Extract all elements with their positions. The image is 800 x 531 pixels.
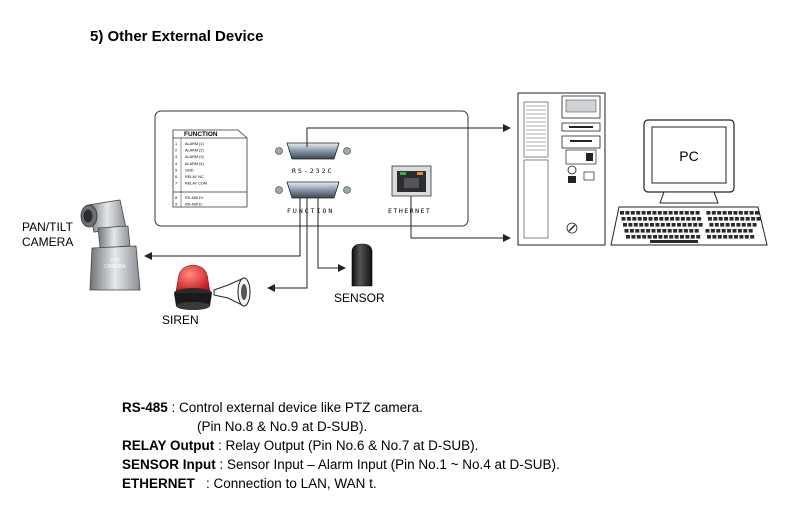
function-pin-label: RS-485 D+ xyxy=(185,196,205,200)
section-title: 5) Other External Device xyxy=(90,28,264,45)
siren-horn xyxy=(213,277,251,307)
rs485-text: : Control external device like PTZ camer… xyxy=(167,400,423,415)
camera-label-line1: PAN/TILT xyxy=(22,220,74,234)
function-pin-number: 5 xyxy=(175,168,177,172)
pc-keyboard xyxy=(610,206,768,246)
sensor-wire xyxy=(317,198,346,272)
ptz-camera: PTZ CAMERA xyxy=(80,199,141,291)
camera-badge-line2: CAMERA xyxy=(104,264,126,270)
function-pin-label: ALARM (1) xyxy=(185,142,205,146)
sensor xyxy=(351,243,373,287)
function-pin-number: 6 xyxy=(175,175,177,179)
sensor-description: SENSOR Input : Sensor Input – Alarm Inpu… xyxy=(122,455,560,474)
rs232c-connector xyxy=(275,142,351,160)
function-pin-label: RELAY COM xyxy=(185,182,207,186)
function-pin-label: ALARM (3) xyxy=(185,155,205,159)
rs485-term: RS-485 xyxy=(122,400,168,415)
function-pin-label: ALARM (4) xyxy=(185,162,205,166)
ethernet-term: ETHERNET xyxy=(122,476,195,491)
camera-badge-line1: PTZ xyxy=(110,258,119,264)
ethernet-port xyxy=(391,165,432,197)
ethernet-description: ETHERNET : Connection to LAN, WAN t. xyxy=(122,474,560,493)
function-pin-number: 7 xyxy=(175,182,177,186)
function-pin-label: GND xyxy=(185,168,194,172)
function-connector xyxy=(275,181,351,199)
ethernet-label: ETHERNET xyxy=(388,207,431,215)
function-pin-label: RS-485 D- xyxy=(185,202,204,206)
function-table-header: FUNCTION xyxy=(184,131,218,138)
rs485-description: RS-485 : Control external device like PT… xyxy=(122,398,560,417)
connection-descriptions: RS-485 : Control external device like PT… xyxy=(122,398,560,493)
sensor-term: SENSOR Input xyxy=(122,457,216,472)
function-pin-number: 2 xyxy=(175,149,177,153)
relay-to-siren-wire xyxy=(267,198,308,292)
function-pin-number: 1 xyxy=(175,142,177,146)
function-connector-label: FUNCTION xyxy=(287,207,334,215)
pc-tower xyxy=(517,92,606,246)
function-pin-label: RELAY NC xyxy=(185,175,204,179)
sensor-text: : Sensor Input – Alarm Input (Pin No.1 ~… xyxy=(215,457,560,472)
function-pin-number: 4 xyxy=(175,162,177,166)
relay-text: : Relay Output (Pin No.6 & No.7 at D-SUB… xyxy=(214,438,479,453)
function-pin-number: 9 xyxy=(175,202,177,206)
rs232c-label: RS-232C xyxy=(292,167,333,175)
siren xyxy=(174,264,212,310)
rs485-description-pins: (Pin No.8 & No.9 at D-SUB). xyxy=(122,417,560,436)
rs485-to-camera-wire xyxy=(144,198,301,260)
ethernet-text: : Connection to LAN, WAN t. xyxy=(194,476,377,491)
function-pin-number: 8 xyxy=(175,196,177,200)
rs485-text2: (Pin No.8 & No.9 at D-SUB). xyxy=(197,419,368,434)
pc-monitor xyxy=(643,119,735,204)
rs232c-to-pc-wire xyxy=(306,124,511,147)
function-pin-table: FUNCTION 1 ALARM (1) 2 ALARM (2) 3 ALARM (3) 4… xyxy=(172,129,248,208)
pc-label: PC xyxy=(679,148,698,164)
relay-description: RELAY Output : Relay Output (Pin No.6 & … xyxy=(122,436,560,455)
relay-term: RELAY Output xyxy=(122,438,215,453)
ethernet-to-pc-wire xyxy=(410,196,511,242)
siren-label: SIREN xyxy=(162,313,199,327)
function-pin-number: 3 xyxy=(175,155,177,159)
camera-label-line2: CAMERA xyxy=(22,235,73,249)
function-pin-label: ALARM (2) xyxy=(185,149,205,153)
sensor-label: SENSOR xyxy=(334,291,385,305)
